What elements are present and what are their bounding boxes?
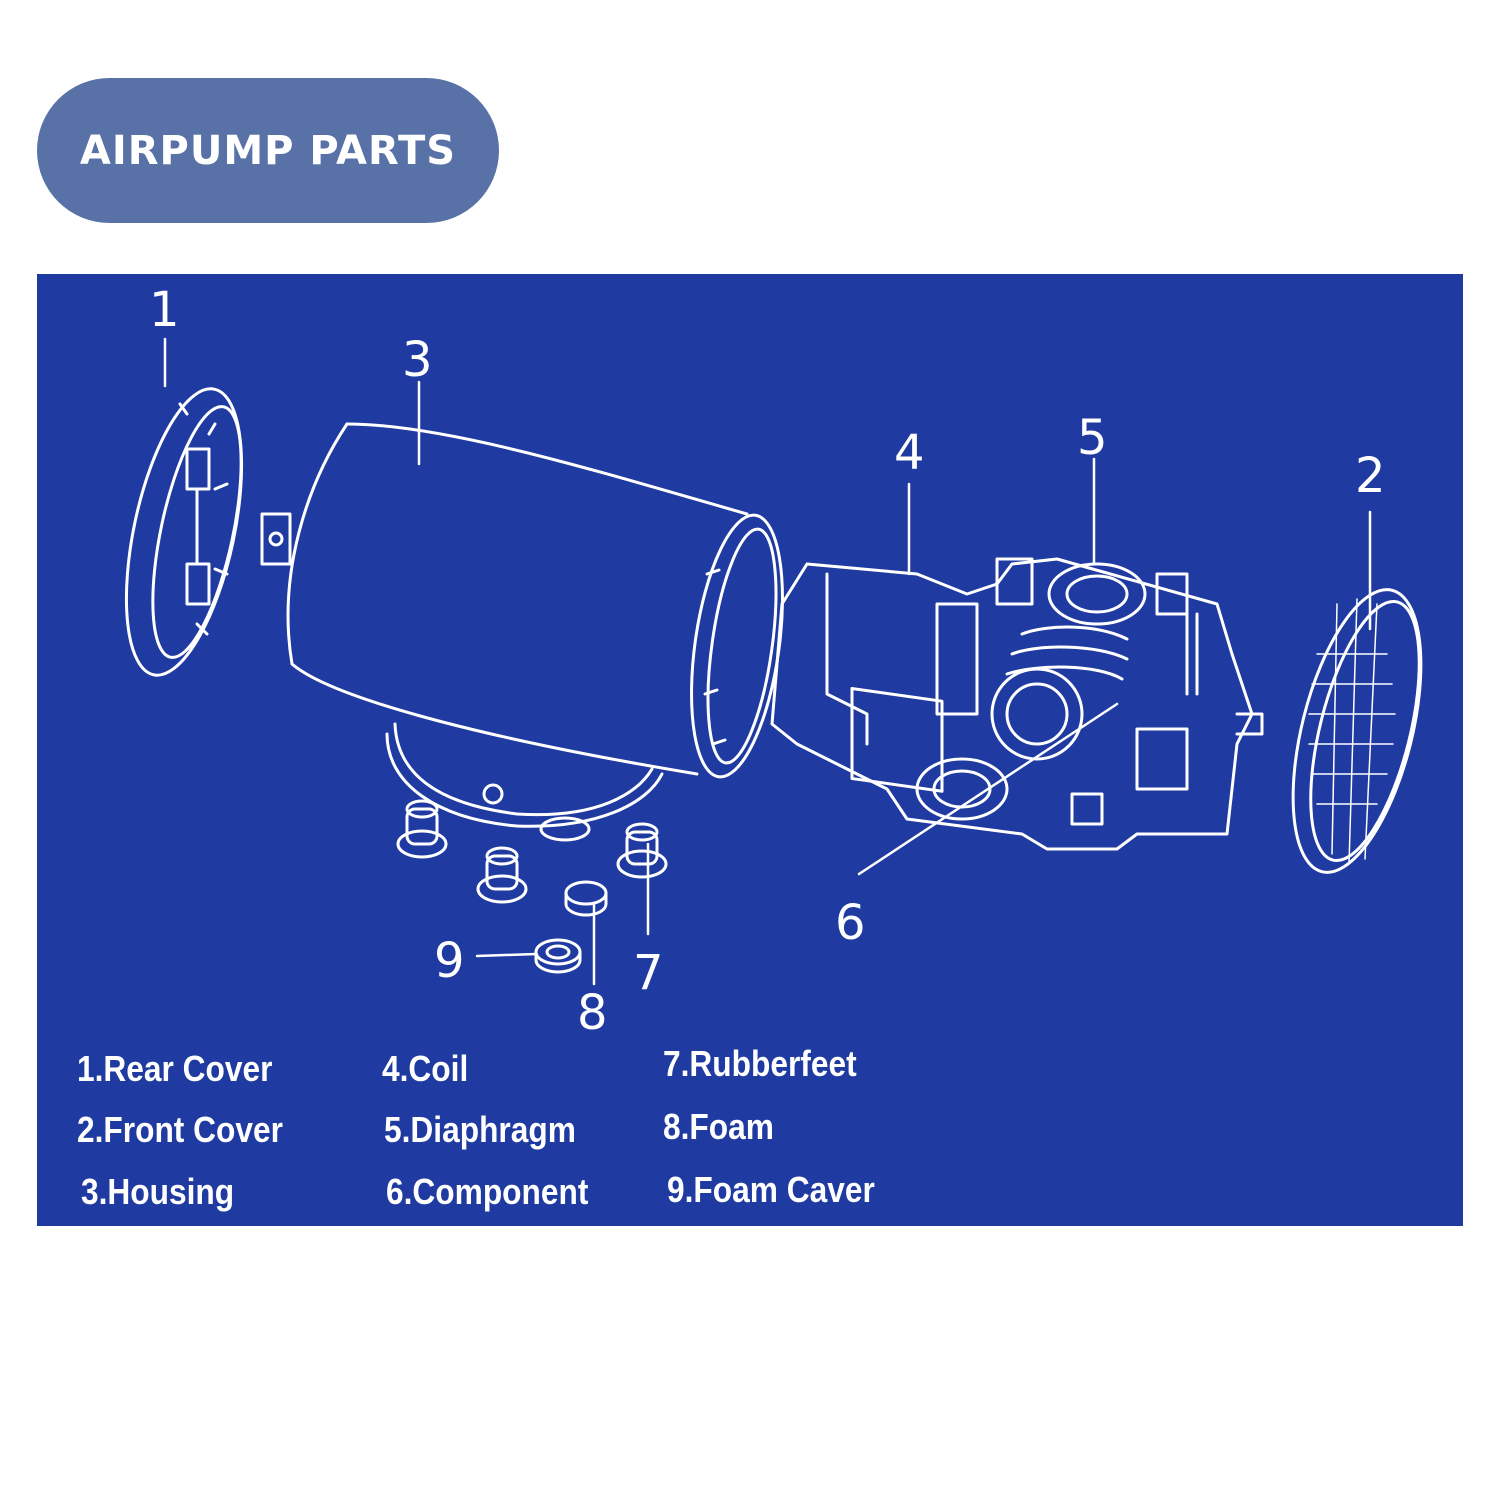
legend-item-foam-caver: 9.Foam Caver bbox=[667, 1169, 875, 1210]
callout-1: 1 bbox=[149, 282, 180, 338]
exploded-diagram-panel: 1 2 3 4 5 6 7 8 9 1.Rear Cover 2.Front C… bbox=[37, 274, 1463, 1226]
callout-8: 8 bbox=[577, 985, 608, 1041]
callout-6: 6 bbox=[835, 895, 866, 951]
callout-3: 3 bbox=[402, 332, 433, 388]
legend-item-housing: 3.Housing bbox=[81, 1171, 235, 1212]
legend-item-rear-cover: 1.Rear Cover bbox=[77, 1048, 273, 1089]
legend-item-diaphragm: 5.Diaphragm bbox=[384, 1109, 576, 1150]
front-cover-drawing bbox=[1291, 588, 1423, 874]
coil-and-diaphragm-assembly-drawing bbox=[770, 557, 1264, 851]
airpump-exploded-drawing bbox=[124, 337, 1423, 986]
callout-7: 7 bbox=[633, 945, 664, 1001]
callout-5: 5 bbox=[1077, 410, 1108, 466]
legend-item-front-cover: 2.Front Cover bbox=[77, 1109, 283, 1150]
callout-9: 9 bbox=[434, 933, 465, 989]
page-title: AIRPUMP PARTS bbox=[79, 127, 457, 174]
callout-4: 4 bbox=[894, 425, 925, 481]
foam-drawing bbox=[564, 880, 608, 917]
rubber-feet-drawing bbox=[396, 799, 668, 904]
legend-item-rubberfeet: 7.Rubberfeet bbox=[663, 1043, 857, 1084]
housing-drawing bbox=[260, 422, 784, 828]
leader-lines bbox=[163, 337, 1372, 986]
legend-item-coil: 4.Coil bbox=[382, 1048, 469, 1089]
rear-cover-drawing bbox=[124, 387, 244, 677]
legend-item-foam: 8.Foam bbox=[663, 1106, 774, 1147]
foam-cover-drawing bbox=[534, 938, 582, 974]
title-badge: AIRPUMP PARTS bbox=[37, 78, 499, 223]
callout-2: 2 bbox=[1355, 448, 1386, 504]
legend-item-component: 6.Component bbox=[386, 1171, 589, 1212]
